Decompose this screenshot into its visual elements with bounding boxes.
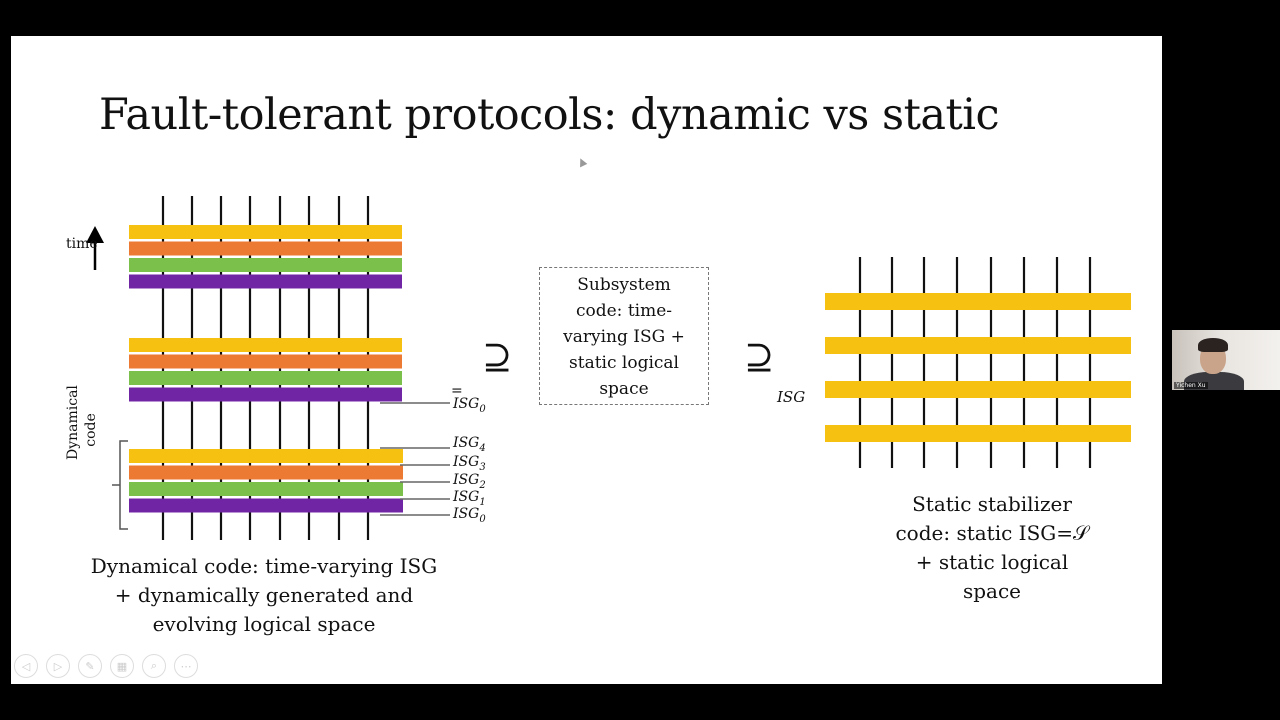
isg-band	[129, 275, 402, 289]
caption-line: Static stabilizer	[860, 490, 1124, 519]
dynamical-label-line1: Dynamical	[65, 385, 81, 460]
isg3-label: ISG3	[453, 454, 486, 473]
pen-icon[interactable]: ✎	[78, 654, 102, 678]
isg-static-label: ISG	[777, 388, 805, 406]
stabilizer-band	[825, 293, 1131, 310]
zoom-icon[interactable]: ⌕	[142, 654, 166, 678]
isg-band	[129, 258, 402, 272]
dynamical-brace	[112, 441, 128, 529]
subsystem-code-box: Subsystem code: time- varying ISG + stat…	[539, 267, 709, 405]
isg4-label: ISG4	[453, 435, 486, 454]
isg1-label: ISG1	[453, 489, 486, 508]
dynamical-label-line2: code	[83, 413, 99, 447]
box-line: code: time-	[540, 298, 708, 324]
caption-line: Dynamical code: time-varying ISG	[70, 552, 458, 581]
supseteq-symbol-left: ⊇	[482, 337, 512, 378]
static-caption: Static stabilizer code: static ISG=𝒮 + s…	[860, 490, 1124, 606]
dynamical-caption: Dynamical code: time-varying ISG + dynam…	[70, 552, 458, 639]
supseteq-symbol-right: ⊇	[744, 337, 774, 378]
next-icon[interactable]: ▷	[46, 654, 70, 678]
more-icon[interactable]: ⋯	[174, 654, 198, 678]
isg-band	[129, 388, 402, 402]
static-stabilizer-diagram	[825, 257, 1131, 468]
slideshow-toolbar: ◁ ▷ ✎ ▦ ⌕ ⋯	[14, 654, 198, 678]
isg-band	[129, 449, 403, 463]
isg-band	[129, 242, 402, 256]
stabilizer-band	[825, 381, 1131, 398]
person-hair	[1198, 338, 1228, 352]
box-line: Subsystem	[540, 272, 708, 298]
caption-line: code: static ISG=𝒮	[860, 519, 1124, 548]
isg-band	[129, 225, 402, 239]
isg-band	[129, 355, 402, 369]
caption-line: evolving logical space	[70, 610, 458, 639]
participant-name: Yichen Xu	[1174, 382, 1208, 389]
box-line: space	[540, 376, 708, 402]
isg0-bottom-label: ISG0	[453, 506, 486, 525]
prev-icon[interactable]: ◁	[14, 654, 38, 678]
stabilizer-band	[825, 337, 1131, 354]
isg-band	[129, 482, 403, 496]
caption-line: + dynamically generated and	[70, 581, 458, 610]
stabilizer-band	[825, 425, 1131, 442]
isg2-label: ISG2	[453, 472, 486, 491]
dynamical-code-diagram	[129, 196, 450, 540]
isg-band	[129, 338, 402, 352]
dynamical-code-label: Dynamical code	[64, 400, 100, 460]
slides-icon[interactable]: ▦	[110, 654, 134, 678]
box-line: varying ISG +	[540, 324, 708, 350]
box-line: static logical	[540, 350, 708, 376]
isg-band	[129, 466, 403, 480]
time-label: time	[66, 236, 98, 252]
isg-band	[129, 499, 403, 513]
caption-line: space	[860, 577, 1124, 606]
isg-equals: =	[451, 383, 463, 399]
isg-band	[129, 371, 402, 385]
webcam-thumbnail[interactable]: Yichen Xu	[1172, 330, 1280, 390]
caption-line: + static logical	[860, 548, 1124, 577]
